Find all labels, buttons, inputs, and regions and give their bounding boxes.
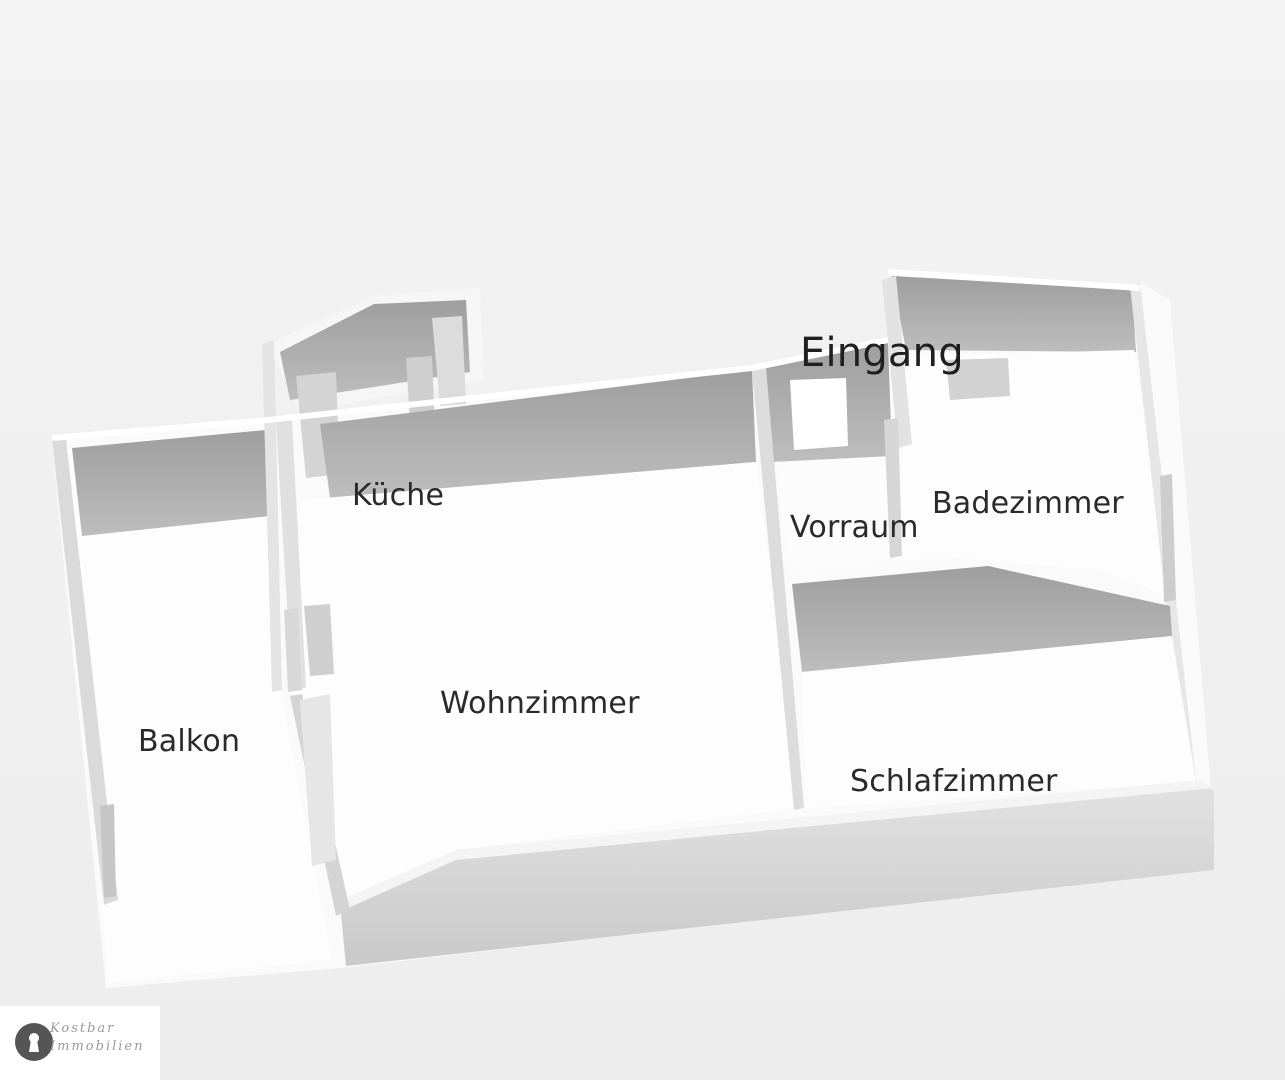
wohnzimmer-back-wall bbox=[320, 370, 756, 498]
kueche-unit bbox=[432, 316, 466, 406]
label-badezimmer: Badezimmer bbox=[932, 486, 1124, 521]
badezimmer-right-post bbox=[1160, 474, 1176, 602]
logo-wordmark: Kostbar Immobilien bbox=[50, 1020, 144, 1056]
schlafzimmer-floor bbox=[802, 636, 1196, 808]
front-wall-top-edge bbox=[340, 780, 1214, 908]
bad-vorraum-wall bbox=[884, 418, 902, 558]
label-eingang: Eingang bbox=[800, 330, 964, 376]
living-left-stub bbox=[284, 608, 302, 692]
balkon-post bbox=[100, 804, 116, 898]
badezimmer-left-wall bbox=[882, 276, 912, 448]
wall-rim-bath bbox=[887, 269, 1141, 291]
label-vorraum: Vorraum bbox=[790, 510, 919, 545]
logo-line-1: Kostbar bbox=[50, 1021, 116, 1036]
vorraum-floor bbox=[776, 456, 900, 576]
badezimmer-floor bbox=[900, 350, 1168, 596]
label-wohnzimmer: Wohnzimmer bbox=[440, 686, 640, 721]
balkon-back-wall bbox=[72, 430, 270, 536]
living-front-inset bbox=[300, 694, 336, 866]
wall-rim-top bbox=[51, 337, 889, 441]
badezimmer-back-wall bbox=[892, 276, 1136, 352]
keyhole-icon bbox=[15, 1023, 53, 1061]
wohnzimmer-floor bbox=[292, 462, 800, 900]
front-wall-long bbox=[340, 782, 1214, 966]
label-balkon: Balkon bbox=[138, 724, 241, 759]
label-schlafzimmer: Schlafzimmer bbox=[850, 764, 1058, 799]
label-kueche: Küche bbox=[352, 478, 445, 513]
schlafzimmer-back-wall bbox=[792, 566, 1172, 672]
balkon-left-wall bbox=[52, 440, 118, 905]
kueche-left-wall bbox=[262, 340, 282, 692]
brand-logo: Kostbar Immobilien bbox=[0, 1006, 160, 1080]
badezimmer-unit bbox=[946, 358, 1010, 400]
vorraum-door bbox=[790, 378, 848, 450]
logo-line-2: Immobilien bbox=[50, 1039, 145, 1054]
balkon-floor bbox=[66, 432, 332, 982]
kueche-pillar bbox=[304, 604, 334, 676]
living-vorraum-wall bbox=[752, 368, 804, 810]
